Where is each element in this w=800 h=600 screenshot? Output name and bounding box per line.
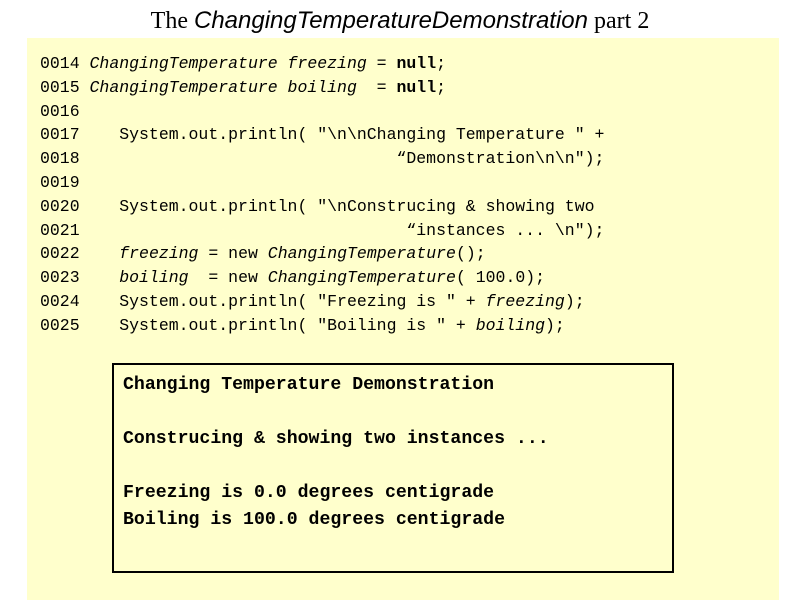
line-number: 0022 xyxy=(40,244,80,264)
line-number: 0023 xyxy=(40,268,80,288)
code-declaration: ChangingTemperature boiling xyxy=(89,77,367,97)
code-class: ChangingTemperature xyxy=(267,244,456,264)
code-punctuation: ; xyxy=(436,54,446,73)
line-number: 0018 xyxy=(40,149,80,169)
code-keyword: new xyxy=(228,244,258,264)
code-operator: = xyxy=(198,244,229,264)
code-variable: freezing xyxy=(119,244,199,264)
title-prefix: The xyxy=(150,8,194,34)
code-line: 0024 System.out.println( "Freezing is " … xyxy=(40,290,604,314)
slide-title: The ChangingTemperatureDemonstration par… xyxy=(0,6,800,36)
code-operator: = xyxy=(198,268,229,288)
code-space xyxy=(258,268,268,287)
code-class: ChangingTemperature xyxy=(267,268,456,288)
console-output-box: Changing Temperature Demonstration Const… xyxy=(112,363,674,573)
code-line: 0019 xyxy=(40,171,604,195)
title-suffix: part 2 xyxy=(588,8,650,34)
line-number: 0014 xyxy=(40,54,80,73)
code-call: (); xyxy=(455,244,486,264)
code-keyword: null xyxy=(396,54,437,73)
code-text: System.out.println( "Freezing is " + xyxy=(89,291,486,311)
line-number: 0017 xyxy=(40,125,80,145)
code-variable: boiling xyxy=(475,315,545,335)
code-variable: boiling xyxy=(119,268,199,288)
line-number: 0019 xyxy=(40,172,80,192)
code-punctuation: ); xyxy=(564,291,585,311)
code-line: 0017 System.out.println( "\n\nChanging T… xyxy=(40,123,604,147)
code-variable: freezing xyxy=(485,291,565,311)
code-line: 0014 ChangingTemperature freezing = null… xyxy=(40,52,604,76)
code-indent xyxy=(90,268,120,287)
code-line: 0022 freezing = new ChangingTemperature(… xyxy=(40,242,604,266)
output-line: Boiling is 100.0 degrees centigrade xyxy=(123,510,505,530)
code-operator: = xyxy=(366,54,397,73)
line-number: 0025 xyxy=(40,315,80,335)
code-line: 0018 “Demonstration\n\n"); xyxy=(40,147,604,171)
title-class-name: ChangingTemperatureDemonstration xyxy=(193,7,588,34)
line-number: 0015 xyxy=(40,77,80,97)
code-indent xyxy=(90,244,120,263)
line-number: 0020 xyxy=(40,196,80,216)
code-listing: 0014 ChangingTemperature freezing = null… xyxy=(40,52,604,338)
code-line: 0016 xyxy=(40,100,604,124)
code-text: System.out.println( "Boiling is " + xyxy=(89,315,476,335)
code-keyword: null xyxy=(396,77,437,97)
code-text: “Demonstration\n\n"); xyxy=(89,149,605,169)
code-call: ( 100.0); xyxy=(455,268,546,288)
code-line: 0021 “instances ... \n"); xyxy=(40,219,604,243)
code-declaration: ChangingTemperature freezing xyxy=(89,54,367,73)
code-line: 0015 ChangingTemperature boiling = null; xyxy=(40,76,604,100)
output-line: Changing Temperature Demonstration xyxy=(123,375,495,395)
code-text: “instances ... \n"); xyxy=(89,220,605,240)
line-number: 0021 xyxy=(40,220,80,240)
code-line: 0025 System.out.println( "Boiling is " +… xyxy=(40,314,604,338)
code-keyword: new xyxy=(228,268,258,288)
code-line: 0023 boiling = new ChangingTemperature( … xyxy=(40,266,604,290)
output-line: Construcing & showing two instances ... xyxy=(123,429,549,449)
code-operator: = xyxy=(366,77,397,97)
code-text: System.out.println( "\nConstrucing & sho… xyxy=(89,196,595,216)
code-punctuation: ; xyxy=(436,77,446,97)
line-number: 0024 xyxy=(40,291,80,311)
output-line: Freezing is 0.0 degrees centigrade xyxy=(123,483,495,503)
line-number: 0016 xyxy=(40,101,80,121)
code-punctuation: ); xyxy=(545,315,565,335)
code-text: System.out.println( "\n\nChanging Temper… xyxy=(89,125,605,145)
code-space xyxy=(258,244,268,263)
code-line: 0020 System.out.println( "\nConstrucing … xyxy=(40,195,604,219)
